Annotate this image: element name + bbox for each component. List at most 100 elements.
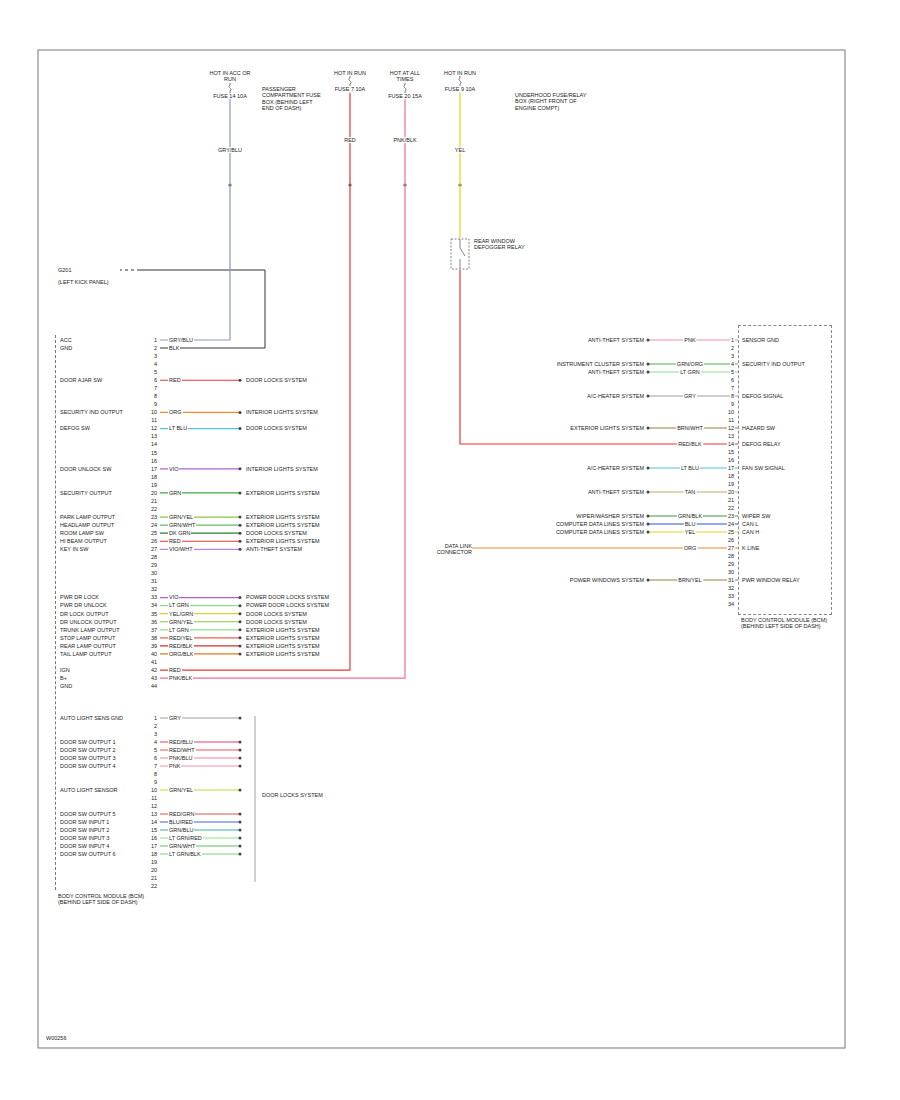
pin-number: 17 [151, 466, 157, 472]
system-name: COMPUTER DATA LINES SYSTEM [556, 529, 644, 535]
wire-color: ORG [168, 409, 183, 415]
pin-number: 2 [730, 345, 735, 351]
wire-color: GRN/WHT [168, 522, 196, 528]
pin-number: 18 [151, 851, 157, 857]
pin-number: 18 [727, 473, 735, 479]
wire-end-dot [647, 491, 650, 494]
wire-end-dot [239, 853, 242, 856]
circuit-name: DR LOCK OUTPUT [60, 611, 109, 617]
wire-end-dot [239, 612, 242, 615]
system-name: POWER DOOR LOCKS SYSTEM [246, 602, 329, 608]
system-name: A/C-HEATER SYSTEM [587, 393, 644, 399]
system-name: EXTERIOR LIGHTS SYSTEM [246, 635, 320, 641]
wire-connector [472, 547, 738, 548]
pin-number: 39 [151, 643, 157, 649]
wire-end-dot [239, 379, 242, 382]
connector-name: DATA LINK CONNECTOR [408, 543, 472, 556]
wire-end-dot [647, 371, 650, 374]
pin-number: 28 [151, 554, 157, 560]
pin-number: 34 [151, 602, 157, 608]
system-name: ANTI-THEFT SYSTEM [246, 546, 302, 552]
wire-color: RED/BLU [168, 739, 194, 745]
circuit-name: GND [60, 345, 72, 351]
power-feed-heading: HOT IN ACC OR RUN [206, 70, 254, 83]
fuse-block: HOT IN RUNFUSE 7 10A [326, 70, 374, 93]
pin-number: 29 [151, 562, 157, 568]
system-name: EXTERIOR LIGHTS SYSTEM [570, 425, 644, 431]
wire-color: YEL [684, 529, 696, 535]
wire-color: GRN/YEL [168, 619, 194, 625]
pin-number: 17 [151, 843, 157, 849]
system-name: DOOR LOCKS SYSTEM [246, 425, 307, 431]
pin-number: 33 [151, 594, 157, 600]
pin-number: 9 [154, 779, 157, 785]
circuit-name: SECURITY IND OUTPUT [742, 361, 805, 367]
wire-color: GRN/YEL [168, 514, 194, 520]
system-name: ANTI-THEFT SYSTEM [588, 489, 644, 495]
wire-end-dot [647, 395, 650, 398]
wire-end-dot [647, 579, 650, 582]
pin-number: 5 [730, 369, 735, 375]
pin-number: 26 [151, 538, 157, 544]
pin-number: 22 [151, 506, 157, 512]
pin-number: 22 [151, 883, 157, 889]
wire-connector [460, 270, 738, 444]
pin-number: 32 [727, 585, 735, 591]
circuit-name: DOOR SW OUTPUT 4 [60, 763, 116, 769]
circuit-name: DOOR SW OUTPUT 1 [60, 739, 116, 745]
pin-number: 33 [727, 593, 735, 599]
system-name: DOOR LOCKS SYSTEM [262, 792, 323, 798]
ground-wire [140, 270, 265, 348]
pin-number: 2 [154, 723, 157, 729]
pin-number: 3 [154, 731, 157, 737]
pin-number: 11 [151, 417, 157, 423]
pin-number: 22 [727, 505, 735, 511]
wire-color: GRN/WHT [168, 843, 196, 849]
relay-name: REAR WINDOW DEFOGGER RELAY [474, 238, 532, 251]
circuit-name: TAIL LAMP OUTPUT [60, 651, 112, 657]
wire-connector [459, 93, 460, 238]
wire-color: LT BLU [168, 425, 188, 431]
circuit-name: REAR LAMP OUTPUT [60, 643, 116, 649]
system-name: INSTRUMENT CLUSTER SYSTEM [557, 361, 644, 367]
pin-number: 8 [154, 393, 157, 399]
circuit-name: CAN L [742, 521, 758, 527]
pin-number: 32 [151, 586, 157, 592]
wire-color: BLU [684, 521, 697, 527]
wire-color: PNK/BLK [168, 675, 193, 681]
ground-id: G201 [58, 267, 71, 273]
wire-color: RED/GRN [168, 811, 195, 817]
pin-number: 19 [151, 859, 157, 865]
pin-number: 13 [151, 433, 157, 439]
system-name: DOOR LOCKS SYSTEM [246, 619, 307, 625]
circuit-name: DR UNLOCK OUTPUT [60, 619, 117, 625]
wire-color: RED [168, 667, 182, 673]
wire-connector [160, 99, 230, 340]
fuse-rating: FUSE 7 10A [326, 86, 374, 92]
pin-number: 8 [154, 771, 157, 777]
pin-number: 16 [151, 835, 157, 841]
pin-number: 25 [151, 530, 157, 536]
pin-number: 18 [151, 474, 157, 480]
pin-number: 21 [727, 497, 735, 503]
circuit-name: PWR DR UNLOCK [60, 602, 107, 608]
wire-color: RED/BLK [677, 441, 703, 447]
power-feed-heading: HOT AT ALL TIMES [381, 70, 429, 83]
pin-number: 14 [151, 819, 157, 825]
system-name: POWER DOOR LOCKS SYSTEM [246, 594, 329, 600]
pin-number: 10 [151, 409, 157, 415]
pin-number: 7 [154, 385, 157, 391]
wire-end-dot [239, 845, 242, 848]
fuse-box-note: UNDERHOOD FUSE/RELAY BOX (RIGHT FRONT OF… [515, 92, 589, 111]
pin-number: 42 [151, 667, 157, 673]
relay: REAR WINDOW DEFOGGER RELAY [450, 238, 532, 270]
pin-number: 1 [154, 337, 157, 343]
pin-number: 7 [730, 385, 735, 391]
circuit-name: STOP LAMP OUTPUT [60, 635, 115, 641]
pin-number: 9 [154, 401, 157, 407]
pin-number: 12 [727, 425, 735, 431]
wire-color: RED [168, 538, 182, 544]
system-name: EXTERIOR LIGHTS SYSTEM [246, 643, 320, 649]
wire-end-dot [239, 524, 242, 527]
